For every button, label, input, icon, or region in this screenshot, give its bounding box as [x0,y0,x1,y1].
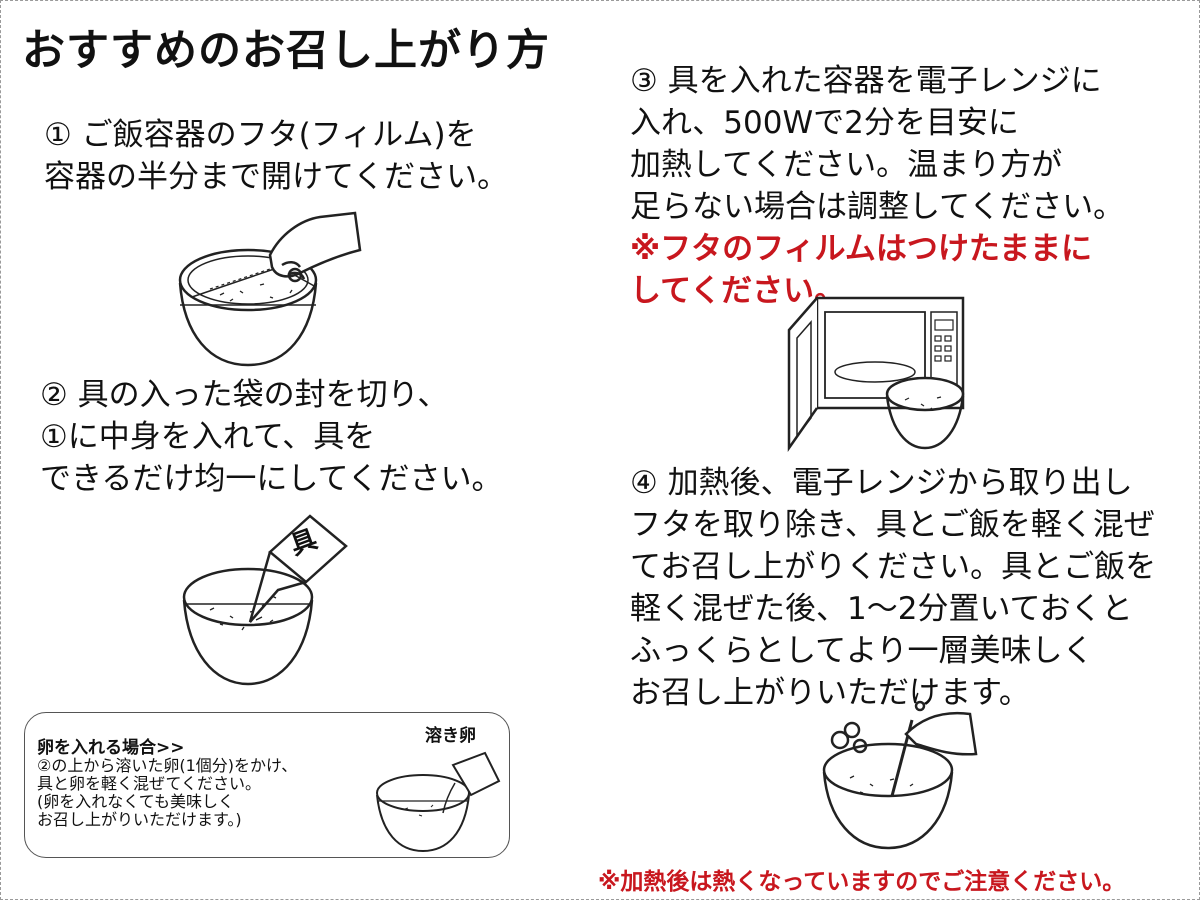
step-4-line: フタを取り除き、具とご飯を軽く混ぜ [630,507,1155,543]
microwave-illustration [785,290,975,452]
footer-warning: ※加熱後は熱くなっていますのでご注意ください。 [598,869,1126,895]
step-3-warning: ※フタのフィルムはつけたままに [630,231,1092,267]
egg-line: ②の上から溶いた卵(1個分)をかけ、 [37,756,298,775]
step-2-line: できるだけ均一にしてください。 [40,461,503,497]
step-4-text: ④ 加熱後、電子レンジから取り出し フタを取り除き、具とご飯を軽く混ぜ てお召し… [630,462,1156,714]
bowl-film-peel-illustration [170,205,370,375]
egg-line: お召し上がりいただけます。) [37,810,242,829]
step-4-line: ④ 加熱後、電子レンジから取り出し [630,465,1133,501]
step-1-line: 容器の半分まで開けてください。 [44,159,509,195]
bowl-stir-illustration [820,700,980,850]
step-3-line: ③ 具を入れた容器を電子レンジに [630,63,1102,99]
egg-line: (卵を入れなくても美味しく [37,792,234,811]
step-2-line: ①に中身を入れて、具を [40,419,376,455]
step-4-line: てお召し上がりください。具とご飯を [630,549,1157,585]
step-1-line: ① ご飯容器のフタ(フィルム)を [44,117,477,153]
step-1-text: ① ご飯容器のフタ(フィルム)を 容器の半分まで開けてください。 [44,114,508,198]
egg-pour-illustration [375,743,505,859]
step-4-line: ふっくらとしてより一層美味しく [630,633,1094,669]
step-3-text: ③ 具を入れた容器を電子レンジに 入れ、500Wで2分を目安に 加熱してください… [630,60,1124,312]
egg-line: 具と卵を軽く混ぜてください。 [37,774,262,793]
step-3-warning: してください。 [630,273,846,309]
packet-pour-illustration: 具 [180,512,360,702]
step-3-line: 加熱してください。温まり方が [630,147,1063,183]
egg-heading: 卵を入れる場合>> [37,738,185,758]
page-title: おすすめのお召し上がり方 [22,26,550,76]
step-3-line: 足らない場合は調整してください。 [630,189,1125,225]
step-4-line: 軽く混ぜた後、1～2分置いておくと [630,591,1133,627]
step-3-line: 入れ、500Wで2分を目安に [630,105,1019,141]
egg-instructions-text: 卵を入れる場合>> ②の上から溶いた卵(1個分)をかけ、 具と卵を軽く混ぜてくだ… [37,739,297,829]
beaten-egg-label: 溶き卵 [425,726,476,746]
step-2-text: ② 具の入った袋の封を切り、 ①に中身を入れて、具を できるだけ均一にしてくださ… [40,374,503,500]
step-4-line: お召し上がりいただけます。 [630,675,1030,711]
step-2-line: ② 具の入った袋の封を切り、 [40,377,449,413]
egg-instructions-box: 卵を入れる場合>> ②の上から溶いた卵(1個分)をかけ、 具と卵を軽く混ぜてくだ… [24,712,510,858]
